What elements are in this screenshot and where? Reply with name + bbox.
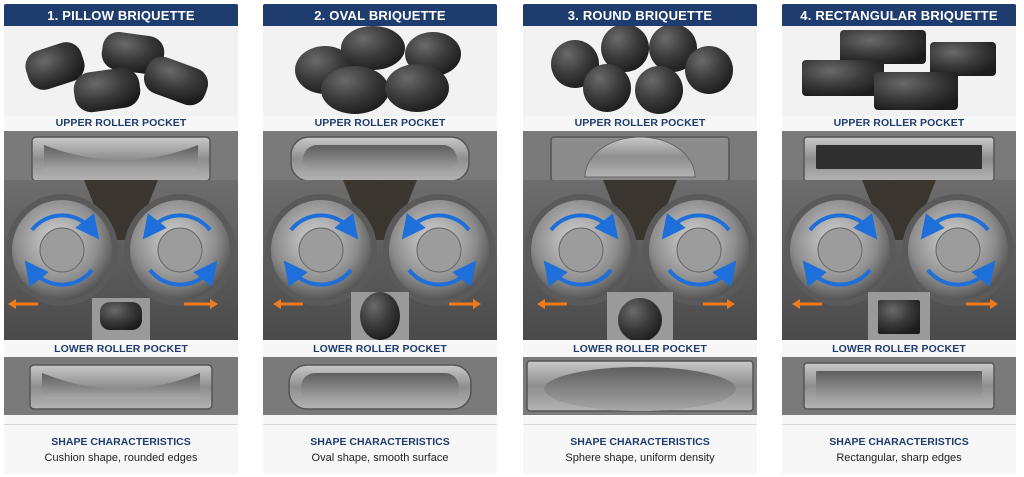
- divider: [523, 424, 757, 425]
- lower-roller-pocket: [523, 357, 757, 415]
- panel-title: 3. ROUND BRIQUETTE: [523, 4, 757, 26]
- divider: [263, 424, 497, 425]
- briquette-photo: [263, 26, 497, 116]
- lower-roller-pocket-label: LOWER ROLLER POCKET: [54, 343, 188, 355]
- lower-roller-pocket: [263, 357, 497, 415]
- right-roller: [643, 194, 755, 306]
- upper-roller-pocket: [4, 131, 238, 186]
- lower-roller-pocket: [782, 357, 1016, 415]
- right-roller: [902, 194, 1014, 306]
- motion-arrow-icon: [537, 299, 735, 309]
- lower-roller-pocket-label: LOWER ROLLER POCKET: [313, 343, 447, 355]
- divider: [4, 424, 238, 425]
- shape-characteristics-text: Rectangular, sharp edges: [836, 452, 962, 464]
- pillow-briquette: [25, 31, 209, 113]
- right-roller: [124, 194, 236, 306]
- panel-title: 2. OVAL BRIQUETTE: [263, 4, 497, 26]
- upper-roller-pocket-label: UPPER ROLLER POCKET: [833, 117, 965, 129]
- rectangular-briquette: [802, 30, 996, 110]
- upper-roller-pocket-label: UPPER ROLLER POCKET: [574, 117, 706, 129]
- output-briquette: [878, 300, 920, 334]
- upper-roller-pocket: [782, 131, 1016, 186]
- upper-roller-pocket-label: UPPER ROLLER POCKET: [55, 117, 187, 129]
- shape-characteristics-text: Sphere shape, uniform density: [565, 452, 715, 464]
- lower-roller-pocket-label: LOWER ROLLER POCKET: [832, 343, 966, 355]
- left-roller: [525, 194, 637, 306]
- rotation-arrow-icon: [30, 213, 100, 240]
- shape-characteristics-title: SHAPE CHARACTERISTICS: [570, 436, 710, 448]
- right-roller: [383, 194, 495, 306]
- roller-press-mechanism: [782, 180, 1016, 340]
- panel-round: 3. ROUND BRIQUETTE UPPER ROLLER POCKET: [523, 4, 757, 474]
- panel-pillow: 1. PILLOW BRIQUETTE UPPER ROLLER POCKET: [4, 4, 238, 474]
- upper-roller-pocket: [523, 131, 757, 186]
- panel-oval: 2. OVAL BRIQUETTE UPPER ROLLER POCKET: [263, 4, 497, 474]
- roller-press-mechanism: [263, 180, 497, 340]
- upper-roller-pocket-label: UPPER ROLLER POCKET: [314, 117, 446, 129]
- left-roller: [6, 194, 118, 306]
- lower-roller-pocket-label: LOWER ROLLER POCKET: [573, 343, 707, 355]
- output-briquette: [618, 298, 662, 340]
- shape-characteristics-title: SHAPE CHARACTERISTICS: [829, 436, 969, 448]
- divider: [782, 424, 1016, 425]
- left-roller: [784, 194, 896, 306]
- motion-arrow-icon: [8, 299, 218, 309]
- panel-title: 4. RECTANGULAR BRIQUETTE: [782, 4, 1016, 26]
- lower-roller-pocket: [4, 357, 238, 415]
- panel-title: 1. PILLOW BRIQUETTE: [4, 4, 238, 26]
- round-briquette: [551, 26, 733, 114]
- shape-characteristics-title: SHAPE CHARACTERISTICS: [310, 436, 450, 448]
- upper-roller-pocket: [263, 131, 497, 186]
- shape-characteristics-text: Oval shape, smooth surface: [311, 452, 449, 464]
- roller-press-mechanism: [4, 180, 238, 340]
- briquette-photo: [782, 26, 1016, 116]
- left-roller: [265, 194, 377, 306]
- shape-characteristics-text: Cushion shape, rounded edges: [44, 452, 198, 464]
- briquette-photo: [523, 26, 757, 116]
- output-briquette: [100, 302, 142, 330]
- briquette-photo: [4, 26, 238, 116]
- output-briquette: [360, 292, 400, 340]
- motion-arrow-icon: [273, 299, 481, 309]
- oval-briquette: [295, 26, 461, 114]
- roller-press-mechanism: [523, 180, 757, 340]
- motion-arrow-icon: [792, 299, 998, 309]
- panel-rectangular: 4. RECTANGULAR BRIQUETTE UPPER ROLLER PO…: [782, 4, 1016, 474]
- shape-characteristics-title: SHAPE CHARACTERISTICS: [51, 436, 191, 448]
